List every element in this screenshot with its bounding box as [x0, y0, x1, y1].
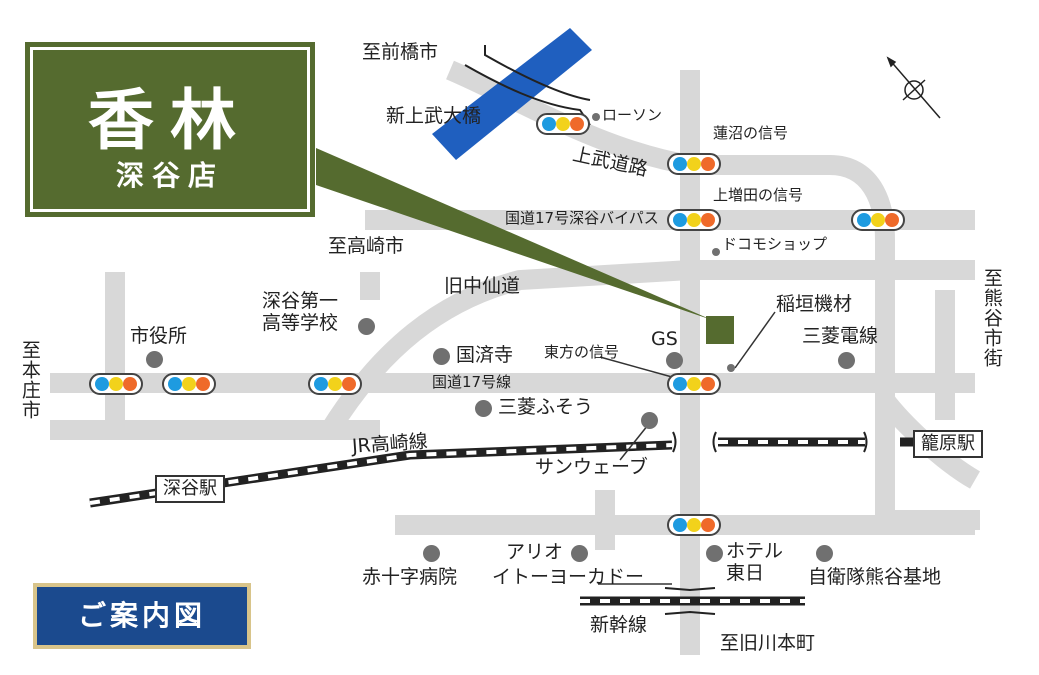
- station-kagohara: 籠原駅: [913, 430, 983, 458]
- landmark-gs: GS: [651, 328, 678, 350]
- east-curve-road: [740, 155, 980, 530]
- signal-icon: [667, 514, 721, 536]
- signal-icon: [667, 209, 721, 231]
- mitsubishi-densen-dot: [838, 352, 855, 369]
- dest-maebashi: 至前橋市: [362, 41, 439, 63]
- signal-icon: [851, 209, 905, 231]
- ario-dot: [571, 545, 588, 562]
- landmark-mitsubishi-fuso: 三菱ふそう: [498, 396, 594, 418]
- signal-icon: [667, 373, 721, 395]
- landmark-ario: アリオ: [506, 541, 564, 563]
- landmark-sdf: 自衛隊熊谷基地: [808, 566, 942, 588]
- signal-hasunuma: 蓮沼の信号: [713, 124, 789, 142]
- school-dot: [358, 318, 375, 335]
- dest-honjo: 至本庄市: [18, 340, 41, 420]
- sdf-dot: [816, 545, 833, 562]
- landmark-docomo: ドコモショップ: [722, 235, 828, 253]
- signal-higashikata: 東方の信号: [544, 343, 620, 361]
- landmark-mitsubishi-densen: 三菱電線: [802, 325, 879, 347]
- landmark-sunwave: サンウェーブ: [535, 456, 648, 478]
- landmark-city-hall: 市役所: [130, 325, 188, 347]
- signal-icon: [89, 373, 143, 395]
- dest-takasaki: 至高崎市: [328, 235, 405, 257]
- landmark-red-cross: 赤十字病院: [362, 566, 458, 588]
- store-brand-box: 香林 深谷店: [25, 42, 315, 217]
- sunwave-dot: [641, 412, 658, 429]
- landmark-hotel: ホテル 東日: [726, 540, 784, 584]
- river: [432, 28, 592, 160]
- road-route17: 国道17号線: [432, 373, 512, 391]
- shop-pointer: [316, 148, 712, 320]
- hotel-dot: [706, 545, 723, 562]
- city-hall-dot: [146, 351, 163, 368]
- landmark-school: 深谷第一 高等学校: [262, 290, 339, 334]
- signal-icon: [308, 373, 362, 395]
- store-name: 香林: [88, 81, 252, 159]
- signal-icon: [667, 153, 721, 175]
- store-location-marker: [706, 316, 734, 344]
- guide-map-title: ご案内図: [33, 583, 251, 649]
- kokusaiji-dot: [433, 348, 450, 365]
- station-fukaya: 深谷駅: [155, 475, 225, 503]
- landmark-kokusaiji: 国済寺: [456, 344, 514, 366]
- landmark-itoyokado: イトーヨーカドー: [492, 566, 645, 588]
- mitsubishi-fuso-dot: [475, 400, 492, 417]
- landmark-inagaki: 稲垣機材: [776, 293, 853, 315]
- dest-kumagaya: 至熊谷市街: [980, 268, 1003, 368]
- landmark-lawson: ローソン: [602, 106, 663, 124]
- road-bypass: 国道17号深谷バイパス: [505, 209, 659, 227]
- signal-icon: [536, 113, 590, 135]
- docomo-dot: [712, 248, 720, 256]
- landmark-bridge: 新上武大橋: [386, 105, 482, 127]
- lawson-dot: [592, 113, 600, 121]
- inagaki-dot: [727, 364, 735, 372]
- gs-dot: [666, 352, 683, 369]
- traffic-signals: [89, 113, 905, 536]
- signal-icon: [162, 373, 216, 395]
- road-nakasendo: 旧中仙道: [444, 275, 521, 297]
- dest-kyu-kawamoto: 至旧川本町: [720, 632, 816, 654]
- signal-kamimasuda: 上増田の信号: [713, 186, 804, 204]
- store-branch: 深谷店: [115, 159, 224, 192]
- nakasendo-road: [321, 260, 975, 436]
- road-shinkansen: 新幹線: [590, 614, 648, 636]
- red-cross-dot: [423, 545, 440, 562]
- north-compass-icon: [886, 56, 941, 119]
